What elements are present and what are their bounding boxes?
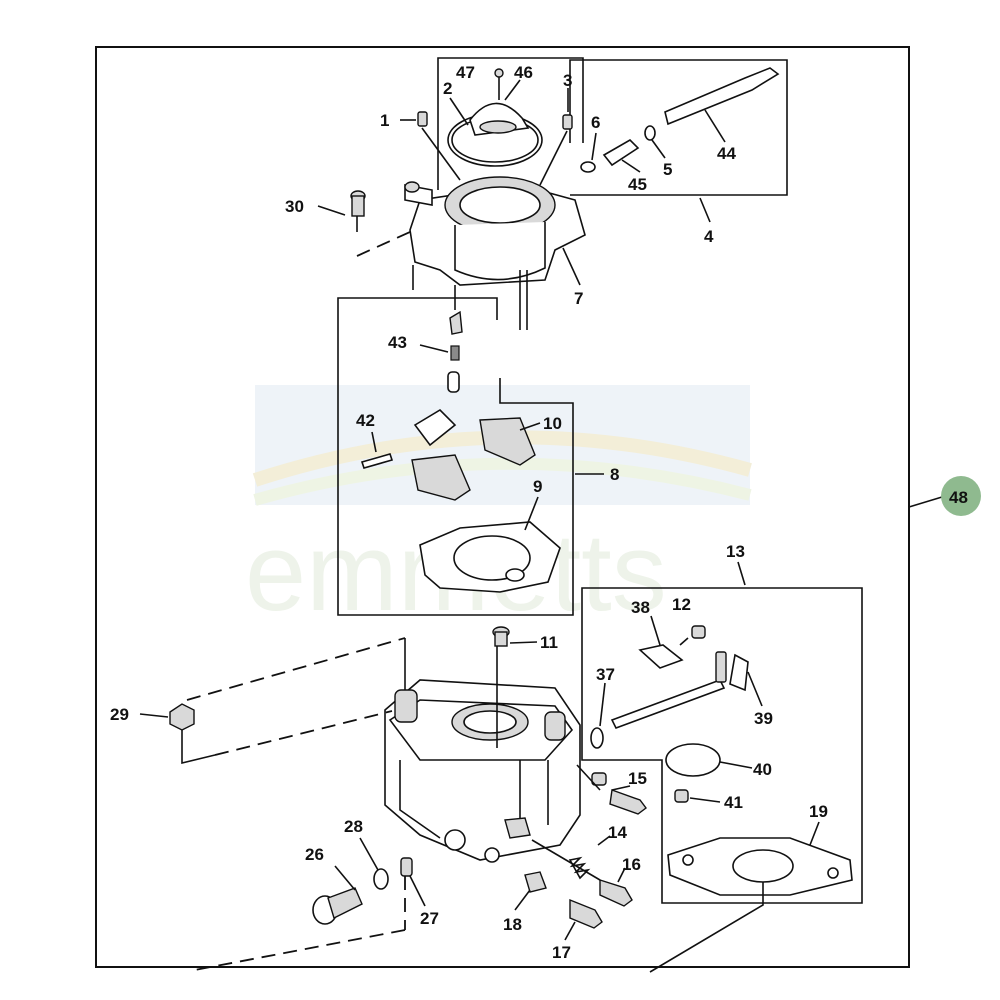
part-44-lever — [664, 67, 780, 126]
callout-47: 47 — [456, 63, 475, 82]
part-42-pin — [360, 453, 394, 469]
callout-41: 41 — [724, 793, 743, 812]
callout-9: 9 — [533, 477, 542, 496]
callout-39: 39 — [754, 709, 773, 728]
callout-5: 5 — [663, 160, 672, 179]
part-15-screw — [591, 772, 647, 815]
callout-labels: 1 2 3 4 5 6 7 8 9 10 11 12 13 14 15 16 1… — [110, 63, 828, 962]
callout-19: 19 — [809, 802, 828, 821]
callout-7: 7 — [574, 289, 583, 308]
part-40-plate — [665, 743, 721, 777]
callout-29: 29 — [110, 705, 129, 724]
leader-lines — [139, 79, 820, 941]
part-29-nut — [169, 703, 195, 731]
part-1-plug — [417, 111, 461, 181]
part-18-spring — [524, 871, 547, 893]
callout-8: 8 — [610, 465, 619, 484]
frame-throttle — [581, 587, 863, 904]
callout-11: 11 — [540, 633, 558, 652]
part-3-plug — [539, 114, 573, 186]
callout-10: 10 — [543, 414, 562, 433]
part-47-screw — [494, 68, 504, 100]
callout-26: 26 — [305, 845, 324, 864]
part-26-plug — [312, 887, 363, 925]
callout-46: 46 — [514, 63, 533, 82]
callout-16: 16 — [622, 855, 641, 874]
callout-4: 4 — [704, 227, 714, 246]
callout-3: 3 — [563, 71, 572, 90]
callout-38: 38 — [631, 598, 650, 617]
badge-48[interactable]: 48 — [941, 476, 981, 516]
badge-label: 48 — [949, 488, 968, 507]
part-17-screw — [569, 898, 603, 929]
callout-28: 28 — [344, 817, 363, 836]
part-30-screw — [350, 190, 366, 232]
callout-12: 12 — [672, 595, 691, 614]
frame-choke-shaft — [569, 59, 788, 196]
part-38-lever — [638, 644, 684, 669]
callout-44: 44 — [717, 144, 736, 163]
callout-13: 13 — [726, 542, 745, 561]
callout-18: 18 — [503, 915, 522, 934]
carburetor-lower-body — [384, 679, 581, 863]
part-9-gasket — [419, 521, 561, 593]
callout-15: 15 — [628, 769, 647, 788]
part-16-screw — [599, 879, 633, 907]
callout-6: 6 — [591, 113, 600, 132]
callout-37: 37 — [596, 665, 615, 684]
part-11-plug — [492, 626, 510, 748]
callout-27: 27 — [420, 909, 439, 928]
part-28-washer — [373, 868, 389, 890]
callout-43: 43 — [388, 333, 407, 352]
callout-40: 40 — [753, 760, 772, 779]
callout-14: 14 — [608, 823, 627, 842]
part-37-washer — [590, 727, 604, 749]
part-41-screw — [674, 789, 689, 803]
callout-42: 42 — [356, 411, 375, 430]
frame-diaphragm — [437, 57, 584, 190]
part-5-ring — [644, 125, 656, 141]
part-43-needle — [447, 310, 463, 393]
callout-2: 2 — [443, 79, 452, 98]
part-19-gasket — [667, 837, 853, 896]
part-39-shaft — [610, 651, 749, 729]
part-46-cover — [469, 102, 530, 136]
callout-17: 17 — [552, 943, 571, 962]
part-6-bushing — [580, 161, 596, 173]
part-45-shaft — [602, 139, 640, 167]
carburetor-top-body — [404, 176, 586, 330]
callout-45: 45 — [628, 175, 647, 194]
callout-30: 30 — [285, 197, 304, 216]
callout-1: 1 — [380, 111, 389, 130]
part-27-jet — [400, 857, 413, 877]
part-12-screw — [679, 625, 706, 646]
frame-float — [337, 297, 574, 616]
